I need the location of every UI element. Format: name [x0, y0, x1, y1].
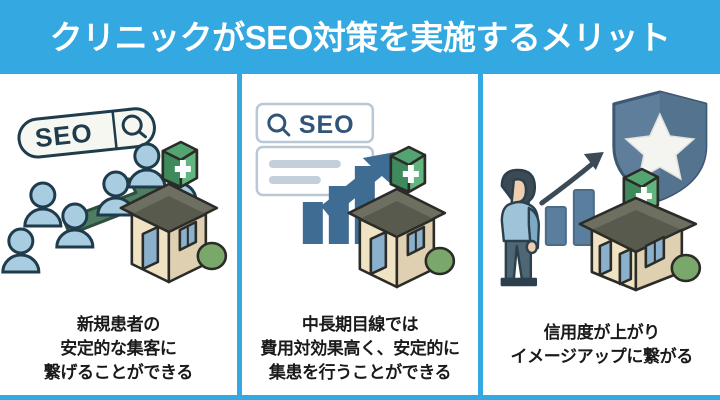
panel-cost-effectiveness: SEO: [241, 74, 479, 395]
magnifier-icon: [267, 113, 291, 137]
person-icon: [127, 142, 167, 189]
panel-trust-image-up: 信用度が上がり イメージアップに繋がる: [483, 74, 720, 395]
person-icon: [23, 181, 63, 228]
person-icon: [1, 227, 41, 274]
panel-caption: 中長期目線では 費用対効果高く、安定的に 集患を行うことができる: [242, 313, 479, 385]
panel-row: SEO: [0, 74, 720, 400]
clinic-building: [347, 145, 455, 289]
panel-caption: 新規患者の 安定的な集客に 繋げることができる: [0, 313, 237, 385]
illustration-seo-people-to-clinic: SEO: [0, 74, 237, 292]
illustration-person-shield-clinic: [483, 74, 720, 292]
header-banner: クリニックがSEO対策を実施するメリット: [0, 0, 720, 74]
magnifier-icon: [121, 114, 147, 139]
result-lines: [268, 160, 341, 184]
up-arrow-head: [584, 152, 605, 170]
up-arrow: [320, 152, 395, 218]
green-cross-sign: [161, 140, 199, 189]
green-cross-sign: [389, 145, 426, 194]
caption-line: 信用度が上がり: [543, 322, 661, 342]
up-arrow: [539, 158, 599, 206]
bar-chart: [545, 189, 596, 246]
caption-line: イメージアップに繋がる: [510, 346, 694, 366]
caption-line: 繋げることができる: [43, 362, 193, 382]
caption-line: 安定的な集客に: [60, 338, 177, 358]
panel-new-patients: SEO: [0, 74, 237, 395]
seo-search-pill: SEO: [17, 107, 156, 159]
star-icon: [624, 112, 696, 181]
page-title: クリニックがSEO対策を実施するメリット: [49, 18, 671, 56]
caption-line: 新規患者の: [76, 314, 160, 334]
clinic-building: [578, 167, 702, 292]
svg-text:SEO: SEO: [33, 117, 94, 153]
caption-line: 中長期目線では: [301, 314, 419, 334]
standing-person: [500, 168, 541, 287]
panel-caption: 信用度が上がり イメージアップに繋がる: [483, 321, 720, 369]
illustration-seo-card-growth-clinic: SEO: [242, 74, 479, 292]
person-icon: [55, 202, 95, 249]
svg-text:SEO: SEO: [299, 111, 355, 139]
caption-line: 集患を行うことができる: [268, 362, 452, 382]
search-card: SEO: [255, 102, 374, 197]
clinic-building: [119, 140, 228, 284]
caption-line: 費用対効果高く、安定的に: [260, 338, 460, 358]
